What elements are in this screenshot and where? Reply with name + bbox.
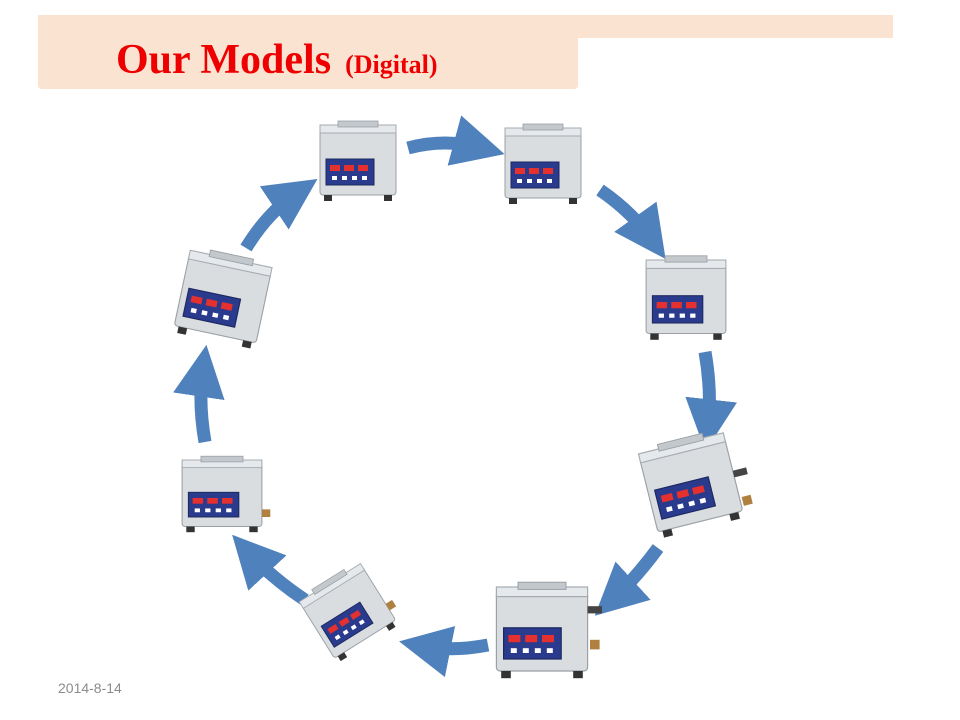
arrow-4-icon [594,544,664,616]
slide-date: 2014-8-14 [58,680,122,696]
device-photo-3 [645,255,727,341]
arrow-8-icon [240,179,318,252]
arrow-2-icon [596,184,666,260]
device-photo-2 [504,123,582,205]
title-banner [38,15,578,89]
cycle-arrows [173,115,737,678]
device-photo-8 [172,245,274,350]
slide-title: Our Models (Digital) [116,36,438,84]
device-photo-5 [495,581,602,679]
arrow-1-icon [406,115,505,166]
device-photo-4 [636,427,753,540]
arrow-5-icon [399,626,490,678]
title-main: Our Models [116,37,332,83]
device-photo-6 [296,559,400,664]
device-photo-7 [181,455,271,533]
arrow-7-icon [173,344,225,444]
arrow-3-icon [685,350,737,452]
arrow-6-icon [232,534,309,606]
title-subtitle: (Digital) [345,50,438,79]
device-photo-1 [319,120,397,202]
